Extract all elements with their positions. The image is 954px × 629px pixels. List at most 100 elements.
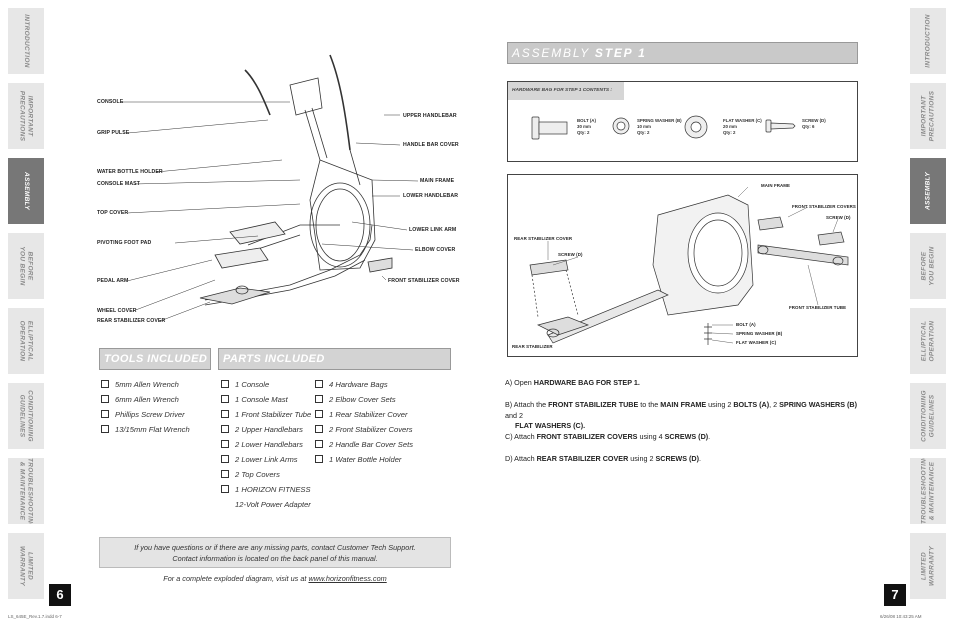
checkbox[interactable]: [221, 455, 229, 463]
label-console-mast: CONSOLE MAST: [97, 181, 140, 187]
checkbox[interactable]: [101, 425, 109, 433]
assy-label-screw-d-rear: SCREW (D): [558, 252, 583, 257]
tools-included-header: TOOLS INCLUDED: [99, 348, 211, 370]
tab-important-precautions[interactable]: IMPORTANT PRECAUTIONS: [8, 83, 44, 149]
tab-before-you-begin[interactable]: BEFORE YOU BEGIN: [910, 233, 946, 299]
assy-label-bolt-a: BOLT (A): [736, 322, 756, 327]
checkbox[interactable]: [315, 410, 323, 418]
list-item: 1 HORIZON FITNESS: [221, 485, 311, 500]
hardware-bag-title: HARDWARE BAG FOR STEP 1 CONTENTS :: [508, 82, 624, 100]
checkbox[interactable]: [221, 410, 229, 418]
label-console: CONSOLE: [97, 99, 124, 105]
checkbox[interactable]: [101, 395, 109, 403]
list-item: 13/15mm Flat Wrench: [101, 425, 190, 440]
checkbox[interactable]: [221, 485, 229, 493]
parts-list-col1: 1 Console 1 Console Mast 1 Front Stabili…: [221, 380, 311, 515]
checkbox[interactable]: [315, 440, 323, 448]
label-wheel-cover: WHEEL COVER: [97, 308, 137, 314]
checkbox[interactable]: [221, 395, 229, 403]
horizon-fitness-link[interactable]: www.horizonfitness.com: [308, 574, 387, 583]
checkbox[interactable]: [315, 395, 323, 403]
assy-label-front-stabilizer-tube: FRONT STABILIZER TUBE: [789, 305, 847, 310]
screw-icon: [765, 119, 796, 133]
flat-washer-icon: [684, 115, 708, 139]
tab-elliptical-operation[interactable]: ELLIPTICAL OPERATION: [8, 308, 44, 374]
hardware-flat-washer-c: FLAT WASHER (C) 20 mm Qty: 2: [723, 118, 762, 135]
checkbox[interactable]: [101, 380, 109, 388]
assy-label-rear-stabilizer-cover: REAR STABILIZER COVER: [514, 236, 573, 241]
hardware-bolt-a: BOLT (A) 30 mm Qty: 2: [577, 118, 596, 135]
assembly-diagram: [529, 186, 849, 345]
list-item: 2 Front Stabilizer Covers: [315, 425, 413, 440]
list-item: Phillips Screw Driver: [101, 410, 190, 425]
list-item: 2 Elbow Cover Sets: [315, 395, 413, 410]
assembly-step-header: ASSEMBLY STEP 1: [507, 42, 858, 64]
assy-label-spring-washer-b: SPRING WASHER (B): [736, 331, 783, 336]
list-item: 1 Console Mast: [221, 395, 311, 410]
label-grip-pulse: GRIP PULSE: [97, 130, 130, 136]
checkbox[interactable]: [221, 425, 229, 433]
support-info-line-1: If you have questions or if there are an…: [134, 543, 416, 552]
checkbox[interactable]: [221, 440, 229, 448]
label-elbow-cover: ELBOW COVER: [415, 247, 456, 253]
tab-assembly[interactable]: ASSEMBLY: [910, 158, 946, 224]
list-item: 1 Front Stabilizer Tube: [221, 410, 311, 425]
tools-included-title: TOOLS INCLUDED: [104, 353, 208, 365]
step-a-instruction: A) Open HARDWARE BAG FOR STEP 1.: [505, 378, 640, 387]
hardware-icons: [531, 115, 796, 140]
label-pedal-arm: PEDAL ARM: [97, 278, 129, 284]
label-pivoting-foot-pad: PIVOTING FOOT PAD: [97, 240, 152, 246]
page-number-left: 6: [49, 584, 71, 606]
bolt-icon: [531, 116, 568, 140]
list-item: 2 Lower Handlebars: [221, 440, 311, 455]
tab-conditioning-guidelines[interactable]: CONDITIONING GUIDELINES: [910, 383, 946, 449]
tab-elliptical-operation[interactable]: ELLIPTICAL OPERATION: [910, 308, 946, 374]
tab-limited-warranty[interactable]: LIMITED WARRANTY: [8, 533, 44, 599]
assy-label-flat-washer-c: FLAT WASHER (C): [736, 340, 777, 345]
list-item: 2 Lower Link Arms: [221, 455, 311, 470]
exploded-diagram-prefix: For a complete exploded diagram, visit u…: [163, 574, 307, 583]
checkbox[interactable]: [315, 380, 323, 388]
checkbox[interactable]: [101, 410, 109, 418]
label-lower-handlebar: LOWER HANDLEBAR: [403, 193, 459, 199]
step-title: STEP 1: [594, 46, 647, 60]
step-b-instruction: B) Attach the FRONT STABILIZER TUBE to t…: [505, 400, 858, 430]
assy-label-screw-d-front: SCREW (D): [826, 215, 851, 220]
checkbox[interactable]: [221, 380, 229, 388]
checkbox[interactable]: [315, 455, 323, 463]
tab-introduction[interactable]: INTRODUCTION: [8, 8, 44, 74]
list-item: 2 Upper Handlebars: [221, 425, 311, 440]
tab-before-you-begin[interactable]: BEFORE YOU BEGIN: [8, 233, 44, 299]
spring-washer-icon: [612, 117, 630, 135]
support-info-line-2: Contact information is located on the ba…: [172, 554, 378, 563]
list-item: 2 Top Covers: [221, 470, 311, 485]
label-upper-handlebar: UPPER HANDLEBAR: [403, 113, 457, 119]
tab-conditioning-guidelines[interactable]: CONDITIONING GUIDELINES: [8, 383, 44, 449]
list-item: 4 Hardware Bags: [315, 380, 413, 395]
tab-assembly[interactable]: ASSEMBLY: [8, 158, 44, 224]
checkbox[interactable]: [315, 425, 323, 433]
hardware-bag-box: HARDWARE BAG FOR STEP 1 CONTENTS : BOLT …: [507, 81, 858, 162]
hardware-screw-d: SCREW (D) Qty: 6: [802, 118, 826, 129]
label-lower-link-arm: LOWER LINK ARM: [409, 227, 457, 233]
checkbox[interactable]: [221, 470, 229, 478]
tab-limited-warranty[interactable]: LIMITED WARRANTY: [910, 533, 946, 599]
tab-troubleshooting[interactable]: TROUBLESHOOTING & MAINTENANCE: [8, 458, 44, 524]
label-main-frame: MAIN FRAME: [420, 178, 455, 184]
parts-included-header: PARTS INCLUDED: [218, 348, 451, 370]
tab-important-precautions[interactable]: IMPORTANT PRECAUTIONS: [910, 83, 946, 149]
left-section-tabs: INTRODUCTION IMPORTANT PRECAUTIONS ASSEM…: [8, 8, 44, 608]
tab-troubleshooting[interactable]: TROUBLESHOOTING & MAINTENANCE: [910, 458, 946, 524]
step-d-instruction: D) Attach REAR STABILIZER COVER using 2 …: [505, 454, 701, 463]
assy-label-rear-stabilizer: REAR STABILIZER: [512, 344, 553, 349]
list-item-continuation: 12-Volt Power Adapter: [235, 500, 311, 509]
assembly-title: ASSEMBLY: [512, 46, 590, 60]
parts-list-col2: 4 Hardware Bags 2 Elbow Cover Sets 1 Rea…: [315, 380, 413, 470]
hardware-spring-washer-b: SPRING WASHER (B) 10 mm Qty: 2: [637, 118, 682, 135]
label-top-cover: TOP COVER: [97, 210, 129, 216]
tab-introduction[interactable]: INTRODUCTION: [910, 8, 946, 74]
exploded-diagram-note: For a complete exploded diagram, visit u…: [99, 574, 451, 583]
support-info-box: If you have questions or if there are an…: [99, 537, 451, 568]
label-rear-stabilizer-cover: REAR STABILIZER COVER: [97, 318, 166, 324]
